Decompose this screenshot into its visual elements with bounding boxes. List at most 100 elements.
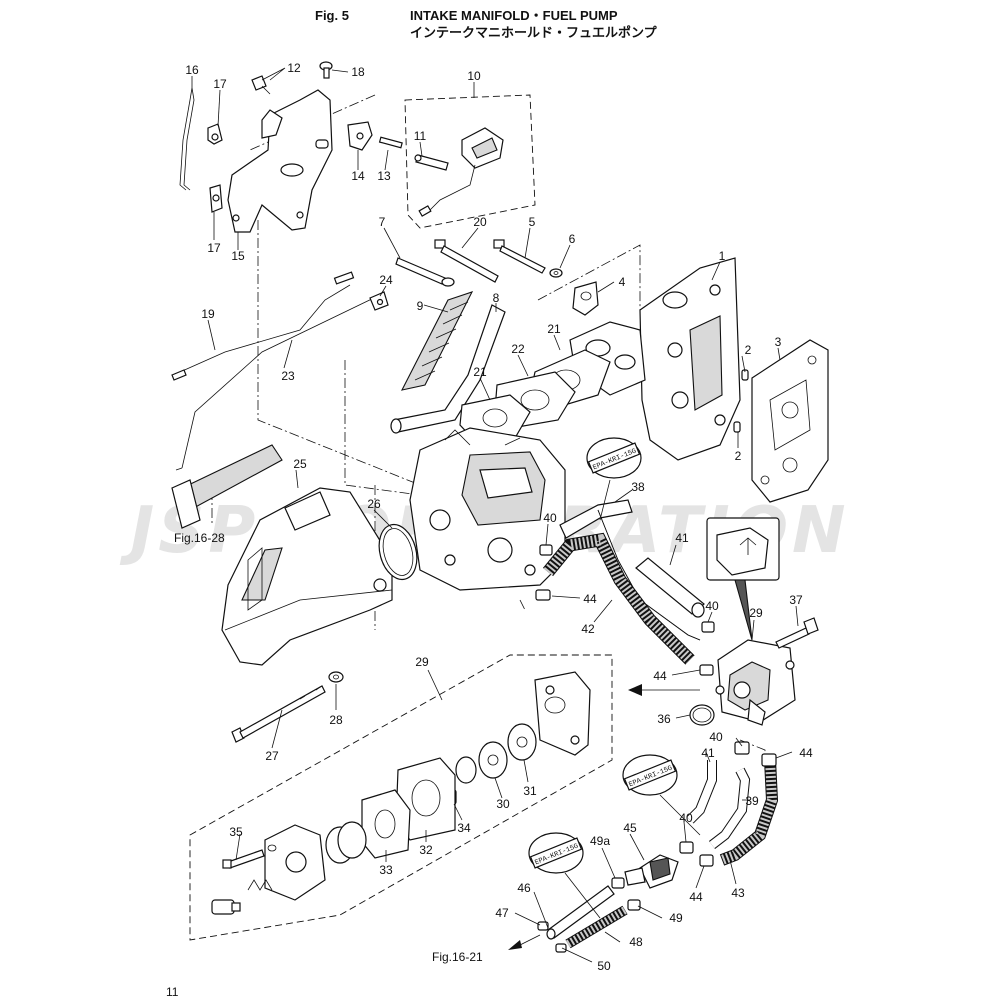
choke-link-11 [414, 154, 449, 171]
callout-50: 50 [597, 959, 611, 973]
clip-44b [699, 664, 714, 676]
figure-number: Fig. 5 [315, 8, 349, 23]
callout-3: 3 [775, 335, 782, 349]
clip-49a [611, 877, 625, 889]
callout-47: 47 [495, 906, 509, 920]
silencer-inlet [171, 444, 283, 529]
clip-44a [535, 589, 551, 601]
fuel-hose-48 [565, 905, 628, 949]
callout-49a: 49a [590, 834, 610, 848]
throttle-bracket-15 [227, 89, 333, 233]
hose-8 [390, 304, 506, 434]
callout-5: 5 [529, 215, 536, 229]
callout-41: 41 [675, 531, 689, 545]
callout-4: 4 [619, 275, 626, 289]
callout-40: 40 [709, 730, 723, 744]
bolt-5 [493, 239, 546, 274]
washer-28 [328, 671, 344, 683]
callout-44: 44 [583, 592, 597, 606]
callout-26: 26 [367, 497, 381, 511]
bolt-27 [231, 685, 326, 743]
callout-38: 38 [631, 480, 645, 494]
diaphragm-30 [478, 741, 508, 779]
valve-31 [507, 723, 537, 761]
bolt-37 [775, 617, 819, 649]
callout-1: 1 [719, 249, 726, 263]
clip-40c [734, 741, 750, 755]
pump-cover [534, 671, 591, 756]
rod-joint-24 [369, 291, 389, 311]
callout-18: 18 [351, 65, 365, 79]
leader-lines [191, 67, 799, 963]
ref-fig16-28: Fig.16-28 [174, 531, 225, 545]
cable-band-7 [395, 257, 455, 287]
callout-39: 39 [745, 794, 759, 808]
callout-29: 29 [415, 655, 429, 669]
gasket-3 [751, 339, 829, 503]
callout-31: 31 [523, 784, 537, 798]
figure-title-en: INTAKE MANIFOLD・FUEL PUMP [410, 8, 618, 23]
callout-32: 32 [419, 843, 433, 857]
clip-44c [761, 753, 777, 767]
callout-19: 19 [201, 307, 215, 321]
check-valve [211, 899, 241, 915]
bolt-12 [251, 75, 271, 95]
throttle-rod-23 [175, 294, 381, 471]
callout-21: 21 [547, 322, 561, 336]
fuel-line-46 [546, 885, 615, 940]
fuel-line-41b [686, 760, 717, 824]
callout-48: 48 [629, 935, 643, 949]
clip-40d [679, 841, 694, 854]
o-ring-36 [689, 704, 715, 726]
carburetor-body [409, 427, 566, 591]
callout-40: 40 [679, 811, 693, 825]
cable-tie-20 [434, 239, 499, 283]
figure-title-jp: インテークマニホールド・フュエルポンプ [410, 25, 658, 40]
callout-42: 42 [581, 622, 595, 636]
callout-8: 8 [493, 291, 500, 305]
callout-20: 20 [473, 215, 487, 229]
link-joint-17a [207, 123, 223, 145]
spring [247, 879, 273, 891]
callout-24: 24 [379, 273, 393, 287]
fuel-hose-42 [542, 532, 695, 665]
callout-17: 17 [213, 77, 227, 91]
link-joint-17b [209, 184, 223, 213]
clip-50 [555, 943, 567, 953]
spring-seals [325, 821, 367, 864]
callout-2: 2 [735, 449, 742, 463]
callout-49: 49 [669, 911, 683, 925]
callout-12: 12 [287, 61, 301, 75]
o-ring-26 [378, 523, 418, 581]
callout-35: 35 [229, 825, 243, 839]
fuel-connector-45 [624, 854, 679, 889]
epa-tag-right: EPA-KRI-15G [622, 754, 701, 836]
callout-22: 22 [511, 342, 525, 356]
callout-45: 45 [623, 821, 637, 835]
clip-40a [539, 544, 553, 556]
choke-cable-19 [171, 271, 355, 381]
callout-17: 17 [207, 241, 221, 255]
hose-9 [400, 291, 474, 391]
callout-6: 6 [569, 232, 576, 246]
group-box-29 [189, 654, 613, 941]
pin-13 [378, 136, 403, 149]
callout-7: 7 [379, 215, 386, 229]
choke-knob-10 [418, 127, 504, 217]
callout-44: 44 [689, 890, 703, 904]
clip-44d [699, 854, 714, 867]
direction-arrow [628, 684, 700, 696]
callout-33: 33 [379, 863, 393, 877]
callout-21: 21 [473, 365, 487, 379]
plate-small [455, 756, 477, 784]
throttle-cam-14 [347, 121, 373, 151]
fuel-line-39 [708, 767, 751, 849]
callout-36: 36 [657, 712, 671, 726]
callout-labels: 16 17 12 18 10 11 14 13 17 15 7 20 5 6 1… [185, 61, 813, 973]
callout-13: 13 [377, 169, 391, 183]
silencer-25 [221, 487, 393, 666]
page-number: 11 [166, 985, 179, 999]
callout-34: 34 [457, 821, 471, 835]
clip-47 [537, 921, 549, 931]
